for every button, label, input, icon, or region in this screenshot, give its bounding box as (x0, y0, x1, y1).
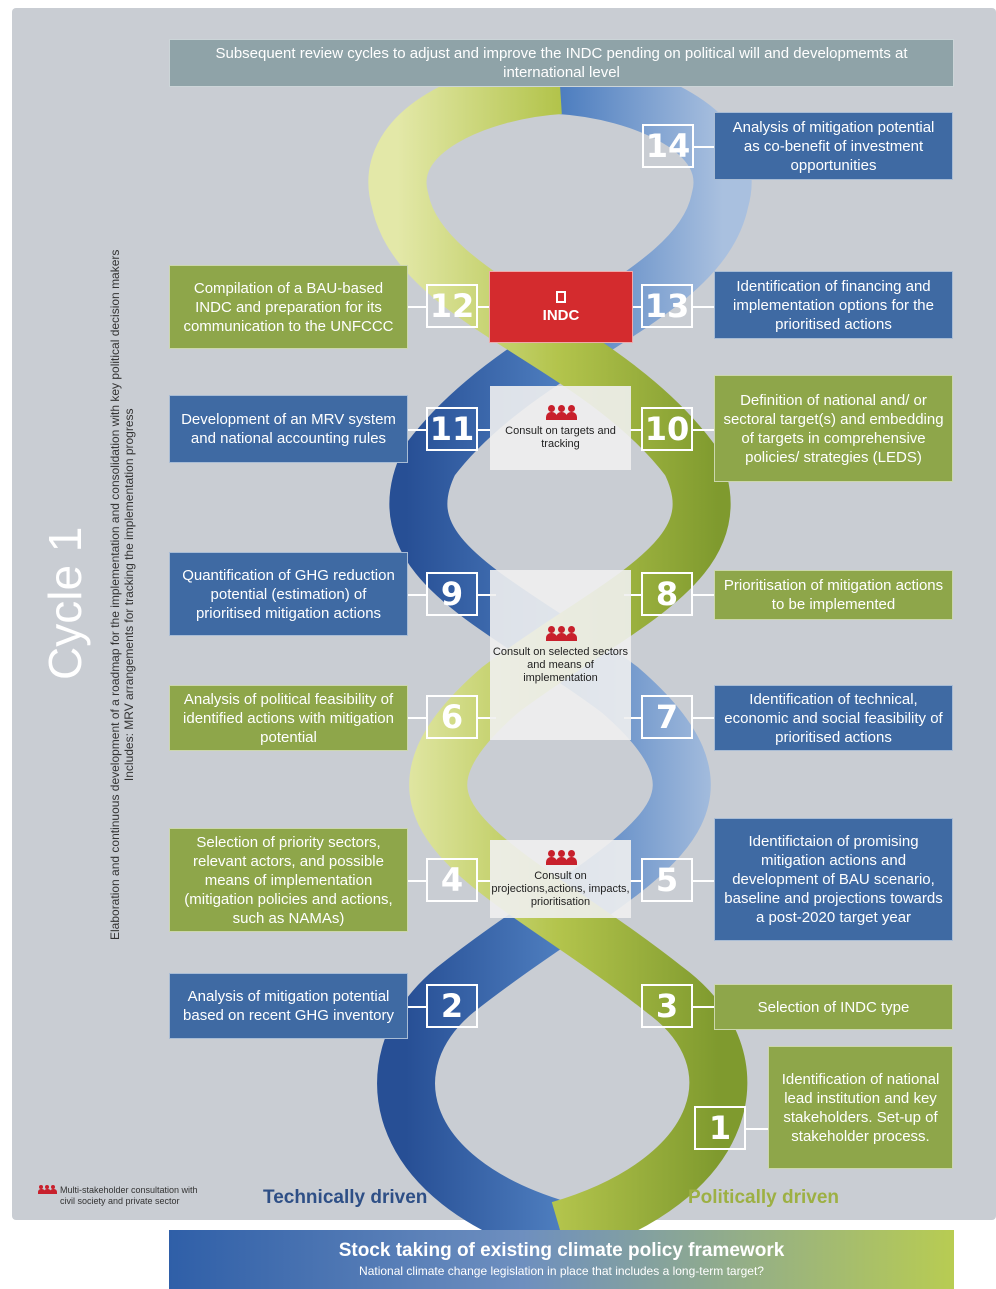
step-number-1: 1 (694, 1106, 746, 1150)
connector (624, 594, 642, 596)
step-number-14: 14 (642, 124, 694, 168)
technically-driven-label: Technically driven (263, 1187, 428, 1208)
cycle-label: Cycle 1 (39, 526, 91, 680)
connector (693, 429, 714, 431)
step-14-box: Analysis of mitigation potential as co-b… (714, 112, 953, 180)
connector (630, 429, 641, 431)
consult-projections-box: Consult on projections,actions, impacts,… (490, 840, 631, 918)
step-number-11: 11 (426, 407, 478, 451)
step-13-box: Identification of financing and implemen… (714, 271, 953, 339)
connector (478, 306, 489, 308)
step-number-5: 5 (641, 858, 693, 902)
connector (693, 306, 714, 308)
side-description: Elaboration and continuous development o… (108, 250, 136, 940)
step-2-box: Analysis of mitigation potential based o… (169, 973, 408, 1039)
people-icon (545, 405, 577, 421)
step-4-box: Selection of priority sectors, relevant … (169, 828, 408, 932)
connector (478, 880, 491, 882)
step-number-9: 9 (426, 572, 478, 616)
legend-text: Multi-stakeholder consultation with civi… (60, 1185, 198, 1206)
side-description-line1: Elaboration and continuous development o… (108, 249, 122, 940)
step-9-box: Quantification of GHG reduction potentia… (169, 552, 408, 636)
banner-title: Stock taking of existing climate policy … (338, 1240, 785, 1261)
connector (630, 880, 642, 882)
people-icon (38, 1185, 57, 1195)
step-1-box: Identification of national lead institut… (768, 1046, 953, 1169)
people-icon (545, 625, 577, 642)
document-icon (556, 290, 566, 303)
consult-projections-text: Consult on projections,actions, impacts,… (491, 869, 630, 908)
connector (693, 594, 714, 596)
step-number-13: 13 (641, 284, 693, 328)
step-5-box: Identifictaion of promising mitigation a… (714, 818, 953, 941)
step-number-8: 8 (641, 572, 693, 616)
connector (408, 429, 426, 431)
connector (408, 594, 426, 596)
step-number-4: 4 (426, 858, 478, 902)
connector (693, 717, 714, 719)
connector (693, 880, 714, 882)
step-number-2: 2 (426, 984, 478, 1028)
connector (624, 717, 642, 719)
step-number-12: 12 (426, 284, 478, 328)
consult-targets-text: Consult on targets and tracking (505, 425, 616, 450)
step-3-box: Selection of INDC type (714, 984, 953, 1030)
connector (633, 306, 641, 308)
indc-box: INDC (489, 271, 633, 343)
step-number-6: 6 (426, 695, 478, 739)
consult-sectors-box: Consult on selected sectors and means of… (490, 570, 631, 740)
connector (478, 717, 496, 719)
connector (746, 1128, 768, 1130)
connector (408, 717, 426, 719)
connector (478, 594, 496, 596)
step-11-box: Development of an MRV system and nationa… (169, 395, 408, 463)
consult-targets-box: Consult on targets and tracking (490, 386, 631, 470)
step-7-box: Identification of technical, economic an… (714, 685, 953, 751)
step-number-3: 3 (641, 984, 693, 1028)
review-cycles-box: Subsequent review cycles to adjust and i… (169, 39, 954, 87)
consult-sectors-text: Consult on selected sectors and means of… (492, 645, 629, 684)
step-8-box: Prioritisation of mitigation actions to … (714, 570, 953, 620)
step-number-7: 7 (641, 695, 693, 739)
connector (693, 1006, 714, 1008)
step-number-10: 10 (641, 407, 693, 451)
side-description-line2: Includes: MRV arrangements for tracking … (122, 408, 136, 782)
connector (478, 429, 490, 431)
banner-subtitle: National climate change legislation in p… (359, 1264, 764, 1278)
connector (694, 146, 714, 148)
politically-driven-label: Politically driven (688, 1187, 839, 1208)
step-12-box: Compilation of a BAU-based INDC and prep… (169, 265, 408, 349)
step-6-box: Analysis of political feasibility of ide… (169, 685, 408, 751)
connector (408, 880, 426, 882)
stock-taking-banner: Stock taking of existing climate policy … (169, 1230, 954, 1289)
legend: Multi-stakeholder consultation with civi… (38, 1185, 210, 1207)
indc-label: INDC (542, 306, 580, 324)
people-icon (545, 849, 577, 866)
connector (408, 1006, 426, 1008)
connector (408, 306, 426, 308)
step-10-box: Definition of national and/ or sectoral … (714, 375, 953, 482)
